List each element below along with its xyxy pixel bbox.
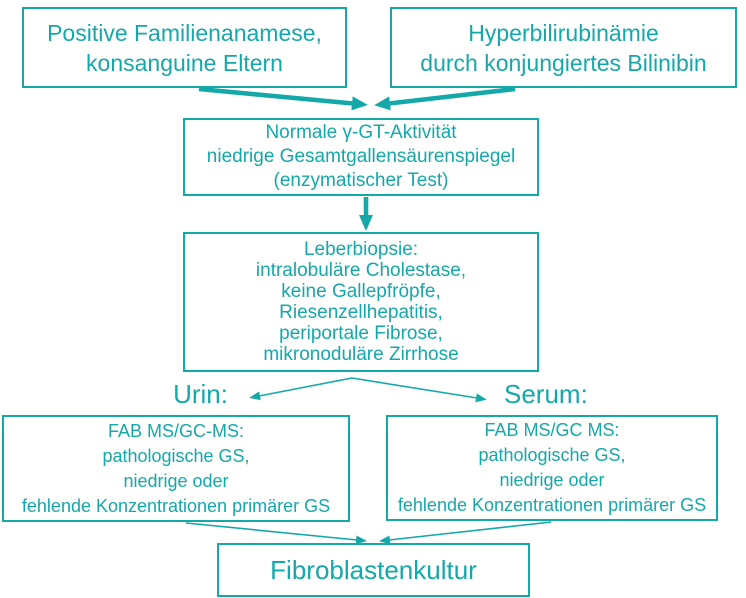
serum-analysis-box: FAB MS/GC MS: pathologische GS, niedrige… — [386, 415, 718, 521]
urine-analysis-line: fehlende Konzentrationen primärer GS — [21, 495, 331, 516]
arrow-family-to-test-icon — [198, 86, 368, 111]
ggt-test-line: Normale γ-GT-Aktivität — [265, 122, 457, 143]
family-history-box: Positive Familienanamese, konsanguine El… — [22, 7, 347, 88]
serum-analysis-line: pathologische GS, — [478, 445, 626, 465]
hyperbilirubinemia-line: Hyperbilirubinämie — [468, 19, 659, 46]
serum-analysis-line: fehlende Konzentrationen primärer GS — [397, 495, 707, 515]
urine-branch-label: Urin: — [173, 379, 228, 409]
serum-branch-label: Serum: — [504, 379, 588, 409]
liver-biopsy-line: mikronoduläre Zirrhose — [263, 344, 459, 365]
hyperbilirubinemia-line: durch konjungiertes Bilinibin — [420, 49, 707, 76]
liver-biopsy-title: Leberbiopsie: — [303, 239, 419, 260]
urine-analysis-line: niedrige oder — [123, 470, 229, 491]
arrow-biopsy-to-urine-icon — [249, 377, 353, 401]
family-history-line: Positive Familienanamese, — [47, 19, 322, 46]
liver-biopsy-line: keine Gallepfröpfe, — [281, 281, 441, 302]
arrow-urine-to-fibroblast-icon — [185, 522, 367, 545]
arrow-hyperbilirubinemia-to-test-icon — [374, 86, 516, 111]
urine-analysis-box: FAB MS/GC-MS: pathologische GS, niedrige… — [2, 415, 350, 522]
urine-analysis-line: pathologische GS, — [102, 445, 250, 466]
urine-analysis-line: FAB MS/GC-MS: — [107, 420, 244, 441]
serum-analysis-line: niedrige oder — [499, 470, 605, 490]
liver-biopsy-line: Riesenzellhepatitis, — [279, 302, 443, 323]
family-history-line: konsanguine Eltern — [86, 49, 283, 76]
fibroblast-culture-title: Fibroblastenkultur — [270, 555, 477, 585]
fibroblast-culture-box: Fibroblastenkultur — [217, 543, 530, 597]
liver-biopsy-line: periportale Fibrose, — [279, 323, 443, 344]
liver-biopsy-line: intralobuläre Cholestase, — [255, 260, 467, 281]
ggt-test-box: Normale γ-GT-Aktivität niedrige Gesamtga… — [183, 118, 539, 196]
hyperbilirubinemia-box: Hyperbilirubinämie durch konjungiertes B… — [390, 7, 737, 88]
ggt-test-line: niedrige Gesamtgallensäurenspiegel — [206, 146, 516, 167]
serum-analysis-line: FAB MS/GC MS: — [484, 420, 620, 440]
liver-biopsy-box: Leberbiopsie: intralobuläre Cholestase, … — [183, 232, 539, 372]
arrow-serum-to-fibroblast-icon — [379, 521, 552, 545]
arrow-biopsy-to-serum-icon — [351, 377, 487, 403]
ggt-test-line: (enzymatischer Test) — [273, 170, 449, 191]
